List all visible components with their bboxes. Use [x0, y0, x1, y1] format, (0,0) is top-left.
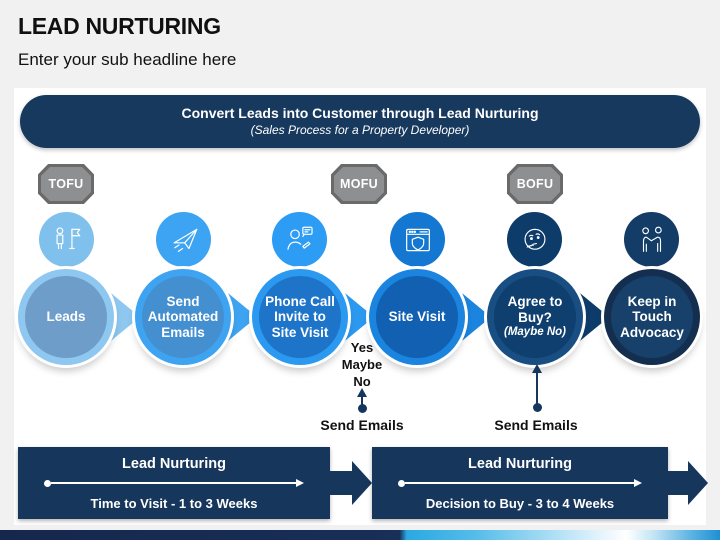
timeline-1-detail: Time to Visit - 1 to 3 Weeks [90, 496, 258, 511]
stage-3-icon-circle [272, 212, 327, 267]
timeline-banner-2: Lead Nurturing Decision to Buy - 3 to 4 … [372, 447, 668, 519]
timeline-2-detail: Decision to Buy - 3 to 4 Weeks [425, 496, 615, 511]
stage-6-circle: Keep in Touch Advocacy [604, 269, 700, 365]
send-emails-label-right: Send Emails [494, 417, 578, 433]
stage-5-circle: Agree to Buy? (Maybe No) [487, 269, 583, 365]
stage-4-label: Site Visit [388, 309, 446, 325]
badge-bofu: BOFU [507, 164, 563, 204]
stage-4-icon-circle [390, 212, 445, 267]
secure-website-icon [401, 223, 435, 257]
timeline-connector-arrowhead-1 [352, 461, 372, 505]
decision-option-maybe: Maybe [341, 357, 383, 372]
timeline-2-arrow [398, 479, 642, 487]
page-title: LEAD NURTURING [18, 13, 221, 39]
stage-6-icon-circle [624, 212, 679, 267]
stage-2-icon-circle [156, 212, 211, 267]
stage-3-label: Phone Call Invite to Site Visit [265, 293, 335, 340]
decision-options: Yes Maybe No [330, 339, 394, 390]
badge-mofu-label: MOFU [334, 167, 384, 201]
stage-2-circle: Send Automated Emails [135, 269, 231, 365]
support-agent-icon [283, 223, 317, 257]
banner-title: Convert Leads into Customer through Lead… [181, 105, 539, 122]
thinking-face-icon [518, 223, 552, 257]
decision-option-no: No [353, 374, 371, 389]
header-banner: Convert Leads into Customer through Lead… [20, 95, 700, 148]
stage-5-label: Agree to Buy? [507, 294, 563, 325]
stage-1-circle: Leads [18, 269, 114, 365]
stage-6-label: Keep in Touch Advocacy [620, 293, 684, 340]
timeline-connector-arrowhead-2 [688, 461, 708, 505]
stage-2-label: Send Automated Emails [147, 293, 219, 340]
timeline-connector-arrow-1 [330, 471, 352, 495]
timeline-1-title: Lead Nurturing [122, 456, 226, 472]
handshake-icon [635, 223, 669, 257]
timeline-1-arrow [44, 479, 304, 487]
stage-5-sublabel: (Maybe No) [504, 326, 566, 339]
stage-3-circle: Phone Call Invite to Site Visit [252, 269, 348, 365]
timeline-connector-arrow-2 [668, 471, 688, 495]
paper-plane-icon [167, 223, 201, 257]
stage-5-icon-circle [507, 212, 562, 267]
badge-tofu: TOFU [38, 164, 94, 204]
stage-4-circle: Site Visit [369, 269, 465, 365]
banner-subtitle: (Sales Process for a Property Developer) [250, 123, 470, 138]
stage-1-icon-circle [39, 212, 94, 267]
badge-bofu-label: BOFU [510, 167, 560, 201]
bottom-accent-strip [0, 530, 720, 540]
stage-1-label: Leads [46, 309, 86, 325]
page-subtitle: Enter your sub headline here [18, 50, 237, 69]
send-emails-label-left: Send Emails [320, 417, 404, 433]
decision-option-yes: Yes [350, 340, 374, 355]
badge-mofu: MOFU [331, 164, 387, 204]
badge-tofu-label: TOFU [41, 167, 91, 201]
timeline-banner-1: Lead Nurturing Time to Visit - 1 to 3 We… [18, 447, 330, 519]
timeline-2-title: Lead Nurturing [468, 456, 572, 472]
person-with-flag-icon [50, 223, 84, 257]
